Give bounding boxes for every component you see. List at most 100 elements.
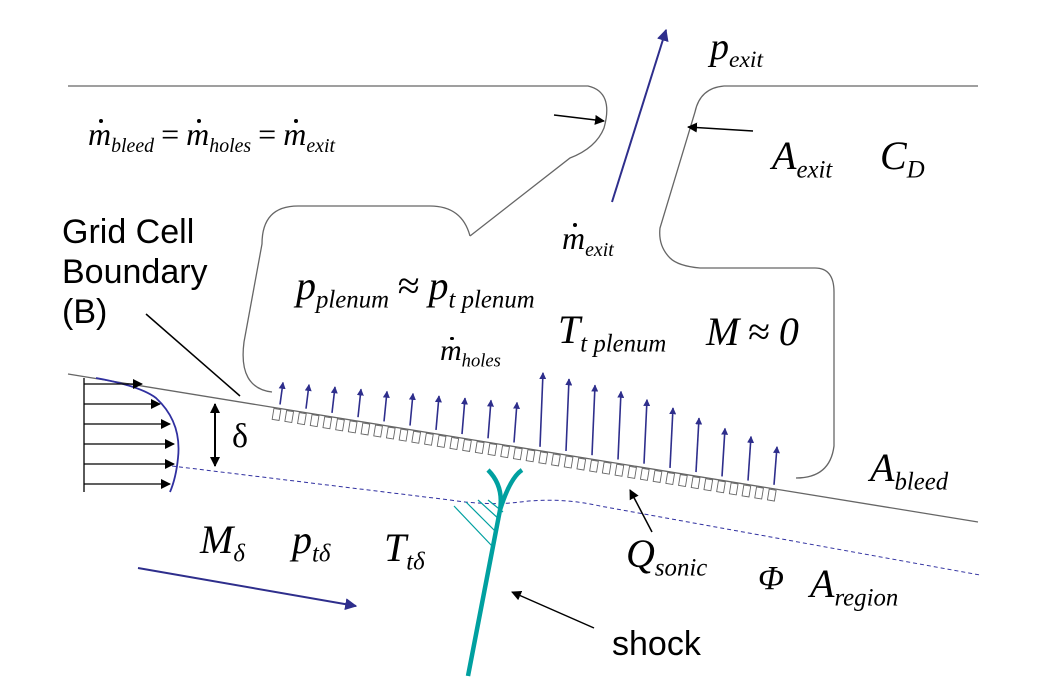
bleed-hole: [741, 484, 752, 498]
a-region-label: Aregion: [810, 561, 899, 612]
m-exit-label: mexit: [562, 220, 614, 261]
bleed-holes-strip: [271, 407, 777, 502]
plenum-flow-arrow: [747, 435, 755, 481]
bleed-hole: [309, 414, 320, 428]
bleed-hole: [322, 416, 333, 430]
q-sonic-label: Qsonic: [626, 531, 708, 582]
grid-cell-line-3: (B): [62, 293, 108, 332]
bleed-hole: [551, 453, 561, 467]
bleed-hole: [424, 432, 434, 446]
p-plenum-label: pplenum≈pt plenum: [296, 263, 535, 314]
plenum-flow-arrow: [487, 399, 494, 439]
bleed-hole: [601, 461, 612, 475]
bleed-hole: [589, 459, 599, 473]
plenum-flow-arrow: [591, 384, 599, 456]
m-dot-bleed-symbol: m: [88, 116, 112, 152]
shock-label: shock: [612, 625, 701, 663]
exit-subscript: exit: [306, 134, 335, 157]
pt-delta-label: ptδ: [292, 517, 331, 568]
bleed-hole: [525, 449, 536, 463]
plenum-flow-arrow: [460, 397, 468, 435]
tt-delta-label: Ttδ: [384, 525, 425, 576]
m-dot-exit-symbol: m: [283, 116, 307, 152]
plenum-flow-arrow: [643, 399, 651, 464]
bleed-hole: [563, 455, 574, 469]
bleed-hole: [360, 422, 371, 436]
bleed-subscript: bleed: [111, 134, 155, 157]
grid-cell-boundary-label: Grid Cell Boundary (B): [62, 212, 208, 332]
bleed-hole: [297, 412, 307, 426]
plenum-flow-arrow: [539, 372, 547, 447]
bleed-hole: [462, 438, 472, 452]
bleed-hole: [474, 441, 485, 455]
bleed-hole: [335, 418, 345, 432]
plenum-outline: [242, 205, 471, 393]
boundary-layer-edge: [171, 465, 981, 576]
bleed-hole: [385, 426, 396, 440]
delta-label: δ: [232, 418, 249, 455]
bleed-hole: [576, 457, 587, 471]
mass-balance-equation: mbleed=mholes=mexit: [88, 118, 335, 157]
tt-plenum-label: Tt plenum: [558, 307, 667, 358]
m-delta-label: Mδ: [200, 517, 245, 568]
plenum-flow-arrow: [434, 395, 442, 430]
top-wall-left: [68, 85, 608, 237]
equals-sign-2: =: [258, 116, 277, 152]
grid-cell-line-1: Grid Cell: [62, 213, 195, 251]
m-holes-label: mholes: [440, 334, 501, 372]
qsonic-pointer-arrow: [629, 489, 653, 533]
bleed-hole: [678, 474, 688, 488]
grid-cell-line-2: Boundary: [62, 253, 208, 292]
bleed-hole: [716, 480, 726, 494]
shock-pointer-arrow: [511, 591, 595, 629]
plenum-flow-arrow: [330, 386, 338, 413]
equals-sign-1: =: [161, 116, 180, 152]
pointer-arrow-left-lip: [553, 114, 605, 125]
bleed-hole: [652, 469, 663, 483]
bleed-hole: [500, 445, 510, 459]
approx-sign: ≈: [397, 263, 420, 308]
bleed-hole: [754, 486, 764, 500]
shock-wave: [453, 468, 524, 677]
plenum-flow-arrow: [565, 378, 573, 452]
holes-subscript: holes: [209, 134, 252, 157]
bleed-hole: [703, 478, 714, 492]
p-exit-label: pexit: [710, 26, 763, 74]
plenum-flow-arrow: [356, 388, 364, 418]
m-dot-holes-symbol: m: [186, 116, 210, 152]
bleed-hole: [690, 476, 701, 490]
bleed-hole: [538, 451, 549, 465]
plenum-flow-arrow: [278, 381, 286, 405]
plenum-flow-arrow: [695, 417, 703, 473]
bleed-hole: [449, 436, 460, 450]
plenum-flow-arrow: [773, 446, 780, 485]
bleed-hole: [487, 443, 498, 457]
a-bleed-label: Ableed: [870, 445, 949, 496]
top-wall-right: [659, 85, 978, 479]
plenum-flow-arrows: [278, 372, 780, 485]
freestream-flow-arrow: [137, 567, 358, 611]
plenum-flow-arrow: [721, 427, 729, 477]
bleed-hole: [436, 434, 447, 448]
bleed-wall: [67, 373, 979, 523]
bleed-hole: [728, 482, 739, 496]
bleed-hole: [665, 472, 676, 486]
velocity-profile: [83, 377, 180, 493]
bleed-hole: [373, 424, 383, 438]
bleed-hole: [639, 467, 650, 481]
pointer-arrow-right-lip: [687, 122, 754, 133]
c-d-label: CD: [880, 133, 925, 184]
plenum-flow-arrow: [382, 390, 390, 422]
bleed-hole: [512, 447, 523, 461]
bleed-hole: [347, 420, 358, 434]
plenum-flow-arrow: [408, 392, 416, 426]
bleed-hole: [271, 407, 282, 421]
plenum-flow-arrow: [304, 384, 312, 409]
bleed-hole: [411, 430, 422, 444]
exit-flow-arrow: [611, 28, 669, 203]
phi-label: Φ: [758, 560, 784, 597]
mach-zero-label: M≈0: [706, 309, 799, 354]
bleed-hole: [614, 463, 625, 477]
grid-cell-leader: [145, 313, 241, 397]
plenum-flow-arrow: [513, 401, 521, 443]
